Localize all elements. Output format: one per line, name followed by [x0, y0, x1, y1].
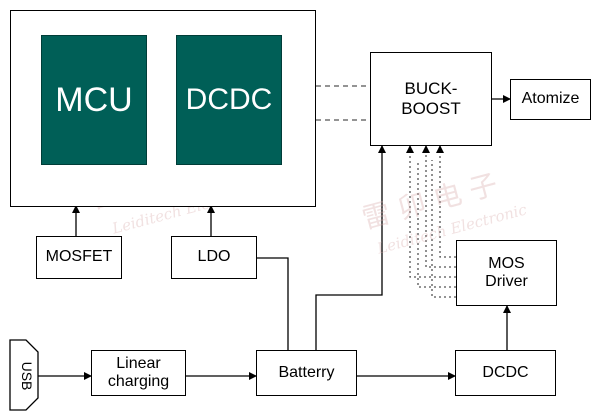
atomize-box: Atomize	[510, 79, 591, 120]
dcdc-top-label: DCDC	[185, 83, 273, 116]
dotted-driver-link-5	[431, 160, 456, 298]
mcu-label: MCU	[55, 80, 133, 119]
linear-charging-box: Linear charging	[91, 350, 186, 396]
buck-boost-box: BUCK- BOOST	[370, 52, 492, 146]
mosfet-label: MOSFET	[45, 248, 113, 266]
dotted-driver-link-3	[406, 145, 456, 278]
ldo-box: LDO	[171, 236, 257, 279]
dcdc-bottom-box: DCDC	[455, 350, 556, 396]
dcdc-top-chip: DCDC	[176, 35, 282, 165]
mos-driver-label-line2: Driver	[485, 273, 528, 290]
usb-connector-outline	[9, 339, 39, 411]
mos-driver-box: MOS Driver	[456, 240, 557, 306]
dcdc-bottom-label: DCDC	[482, 363, 529, 381]
line-ldo-to-battery	[257, 257, 289, 350]
atomize-label: Atomize	[521, 90, 580, 108]
battery-box: Batterry	[256, 350, 357, 396]
mosfet-box: MOSFET	[36, 236, 122, 279]
dotted-driver-link-2	[422, 145, 456, 268]
linear-charging-label-line2: charging	[107, 373, 170, 390]
battery-label: Batterry	[278, 363, 335, 381]
ldo-label: LDO	[197, 248, 231, 266]
mos-driver-label-line1: MOS	[488, 254, 525, 272]
linear-charging-label-line1: Linear	[116, 354, 161, 372]
dotted-driver-link-1	[436, 145, 456, 258]
dotted-driver-link-4	[417, 160, 456, 288]
arrow-battery-to-buckboost	[315, 145, 386, 350]
buck-boost-label-line2: BOOST	[401, 99, 461, 118]
usb-label: USB	[19, 361, 35, 391]
buck-boost-label-line1: BUCK-	[404, 79, 458, 99]
mcu-chip: MCU	[41, 35, 147, 165]
